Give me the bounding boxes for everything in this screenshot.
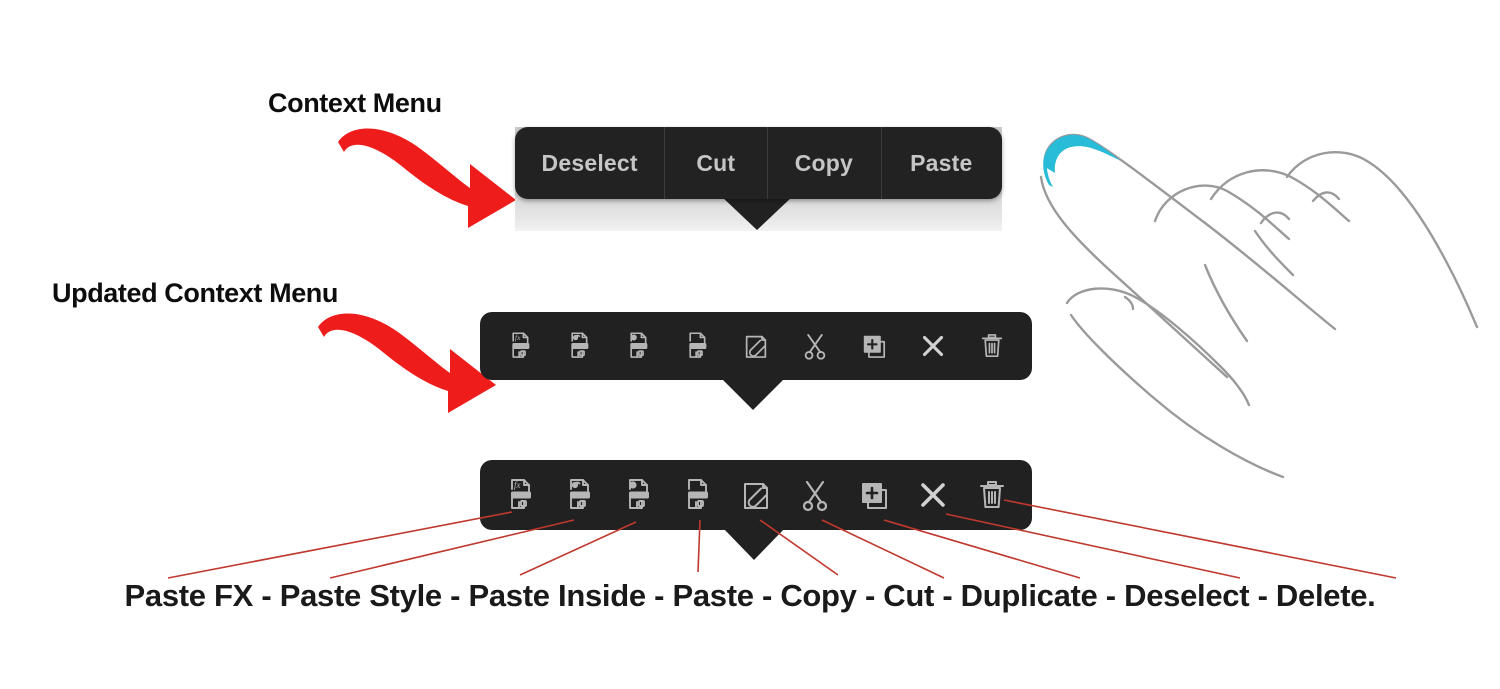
- red-curved-arrow-icon: [338, 128, 516, 228]
- paste-fx-icon: fx: [511, 332, 529, 358]
- svg-text:fx: fx: [514, 333, 520, 342]
- menu-item-paste-style[interactable]: [559, 325, 599, 367]
- fingertip-touch-highlight: [1044, 134, 1121, 173]
- menu-item-copy[interactable]: Copy: [767, 127, 880, 199]
- close-x-icon: [921, 483, 946, 507]
- menu-item-deselect[interactable]: [911, 471, 955, 519]
- menu-item-paste-inside[interactable]: [618, 325, 658, 367]
- menu-item-paste-style[interactable]: [557, 471, 601, 519]
- context-menu-tail: [721, 196, 793, 230]
- duplicate-plus-icon: [864, 335, 886, 358]
- duplicate-plus-icon: [862, 483, 888, 509]
- caption-text: Paste FX - Paste Style - Paste Inside - …: [124, 578, 1376, 613]
- scissors-icon: [804, 334, 826, 360]
- menu-item-delete[interactable]: [970, 471, 1014, 519]
- scissors-icon: [802, 480, 828, 512]
- menu-item-deselect[interactable]: Deselect: [541, 149, 638, 176]
- red-curved-arrow-icon: [318, 313, 496, 413]
- copy-paperclip-icon: [743, 483, 768, 509]
- menu-item-copy[interactable]: [734, 471, 778, 519]
- context-menu-text: Deselect Cut Copy Paste: [515, 127, 1002, 199]
- menu-item-duplicate[interactable]: [852, 471, 896, 519]
- menu-item-cut[interactable]: Cut: [664, 127, 767, 199]
- paste-inside-icon: [628, 479, 649, 509]
- menu-item-paste[interactable]: [677, 325, 717, 367]
- close-x-icon: [923, 335, 944, 357]
- menu-item-paste-fx[interactable]: fx: [498, 471, 542, 519]
- context-menu-tail: [721, 378, 785, 410]
- leader-line-paste-fx: [167, 511, 513, 579]
- pointing-hand-illustration: [1039, 133, 1479, 479]
- trash-icon: [982, 334, 1003, 358]
- menu-item-delete[interactable]: [972, 325, 1012, 367]
- menu-item-cut[interactable]: [795, 325, 835, 367]
- leader-line-delete: [1003, 499, 1397, 579]
- menu-item-deselect[interactable]: [913, 325, 953, 367]
- menu-item-paste-inside[interactable]: [616, 471, 660, 519]
- trash-icon: [980, 481, 1005, 508]
- paste-icon: [689, 332, 707, 358]
- updated-context-menu-annotated: fx: [480, 460, 1032, 530]
- paste-fx-icon: fx: [510, 479, 531, 509]
- context-menu-tail: [723, 528, 785, 560]
- paste-inside-icon: [630, 332, 648, 358]
- menu-item-cut[interactable]: [793, 471, 837, 519]
- menu-item-paste[interactable]: [675, 471, 719, 519]
- copy-paperclip-icon: [745, 335, 767, 358]
- menu-item-copy[interactable]: [736, 325, 776, 367]
- paste-style-icon: [569, 479, 590, 509]
- annotation-label-updated-context-menu: Updated Context Menu: [52, 278, 338, 308]
- menu-item-paste-fx[interactable]: fx: [500, 325, 540, 367]
- menu-item-paste[interactable]: Paste: [880, 127, 1003, 199]
- updated-context-menu-preview: fx: [480, 312, 1032, 380]
- menu-item-duplicate[interactable]: [854, 325, 894, 367]
- paste-style-icon: [571, 332, 589, 358]
- annotation-label-context-menu: Context Menu: [268, 88, 442, 118]
- svg-text:fx: fx: [514, 480, 521, 490]
- paste-icon: [687, 479, 708, 509]
